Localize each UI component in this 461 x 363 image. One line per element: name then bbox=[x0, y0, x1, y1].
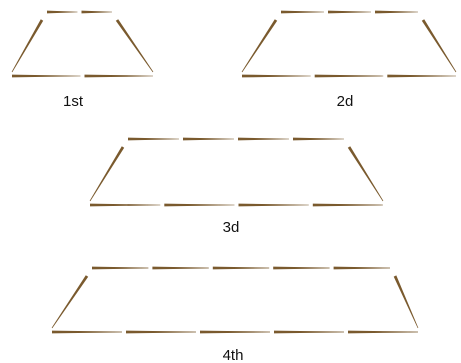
match-left-side bbox=[90, 146, 125, 201]
figure-label-4th: 4th bbox=[223, 347, 244, 363]
figure-label-2d: 2d bbox=[337, 93, 354, 110]
match-top-2 bbox=[183, 138, 234, 141]
match-left-side bbox=[52, 275, 88, 328]
match-bottom-1 bbox=[90, 204, 160, 207]
match-right-side bbox=[422, 19, 457, 72]
matches-2d bbox=[242, 11, 457, 78]
match-top-1 bbox=[281, 11, 324, 14]
match-right-side bbox=[348, 146, 384, 201]
figure-1st: 1st bbox=[12, 11, 154, 110]
match-top-2 bbox=[82, 11, 113, 14]
match-bottom-4 bbox=[313, 204, 383, 207]
match-top-5 bbox=[334, 267, 390, 270]
match-bottom-2 bbox=[315, 75, 384, 78]
match-top-3 bbox=[375, 11, 418, 14]
match-bottom-5 bbox=[348, 331, 418, 334]
match-bottom-2 bbox=[164, 204, 234, 207]
match-bottom-2 bbox=[126, 331, 196, 334]
match-bottom-2 bbox=[85, 75, 154, 78]
match-left-side bbox=[12, 19, 44, 72]
figure-label-3d: 3d bbox=[223, 219, 240, 236]
figure-3d: 3d bbox=[90, 138, 384, 236]
match-top-1 bbox=[92, 267, 148, 270]
match-top-2 bbox=[328, 11, 371, 14]
match-bottom-1 bbox=[52, 331, 122, 334]
match-bottom-4 bbox=[274, 331, 344, 334]
figure-2d: 2d bbox=[242, 11, 457, 110]
match-right-side bbox=[394, 275, 419, 328]
match-top-3 bbox=[213, 267, 269, 270]
match-left-side bbox=[242, 19, 278, 72]
match-top-3 bbox=[238, 138, 289, 141]
match-top-4 bbox=[273, 267, 329, 270]
match-bottom-3 bbox=[387, 75, 456, 78]
matches-4th bbox=[52, 267, 419, 334]
match-top-4 bbox=[293, 138, 344, 141]
figure-label-1st: 1st bbox=[63, 93, 84, 110]
match-top-2 bbox=[152, 267, 208, 270]
figure-4th: 4th bbox=[52, 267, 419, 363]
match-right-side bbox=[116, 19, 154, 72]
matches-3d bbox=[90, 138, 384, 207]
match-top-1 bbox=[128, 138, 179, 141]
match-bottom-1 bbox=[242, 75, 311, 78]
matches-1st bbox=[12, 11, 154, 78]
match-bottom-1 bbox=[12, 75, 81, 78]
match-bottom-3 bbox=[200, 331, 270, 334]
match-top-1 bbox=[47, 11, 78, 14]
match-bottom-3 bbox=[239, 204, 309, 207]
